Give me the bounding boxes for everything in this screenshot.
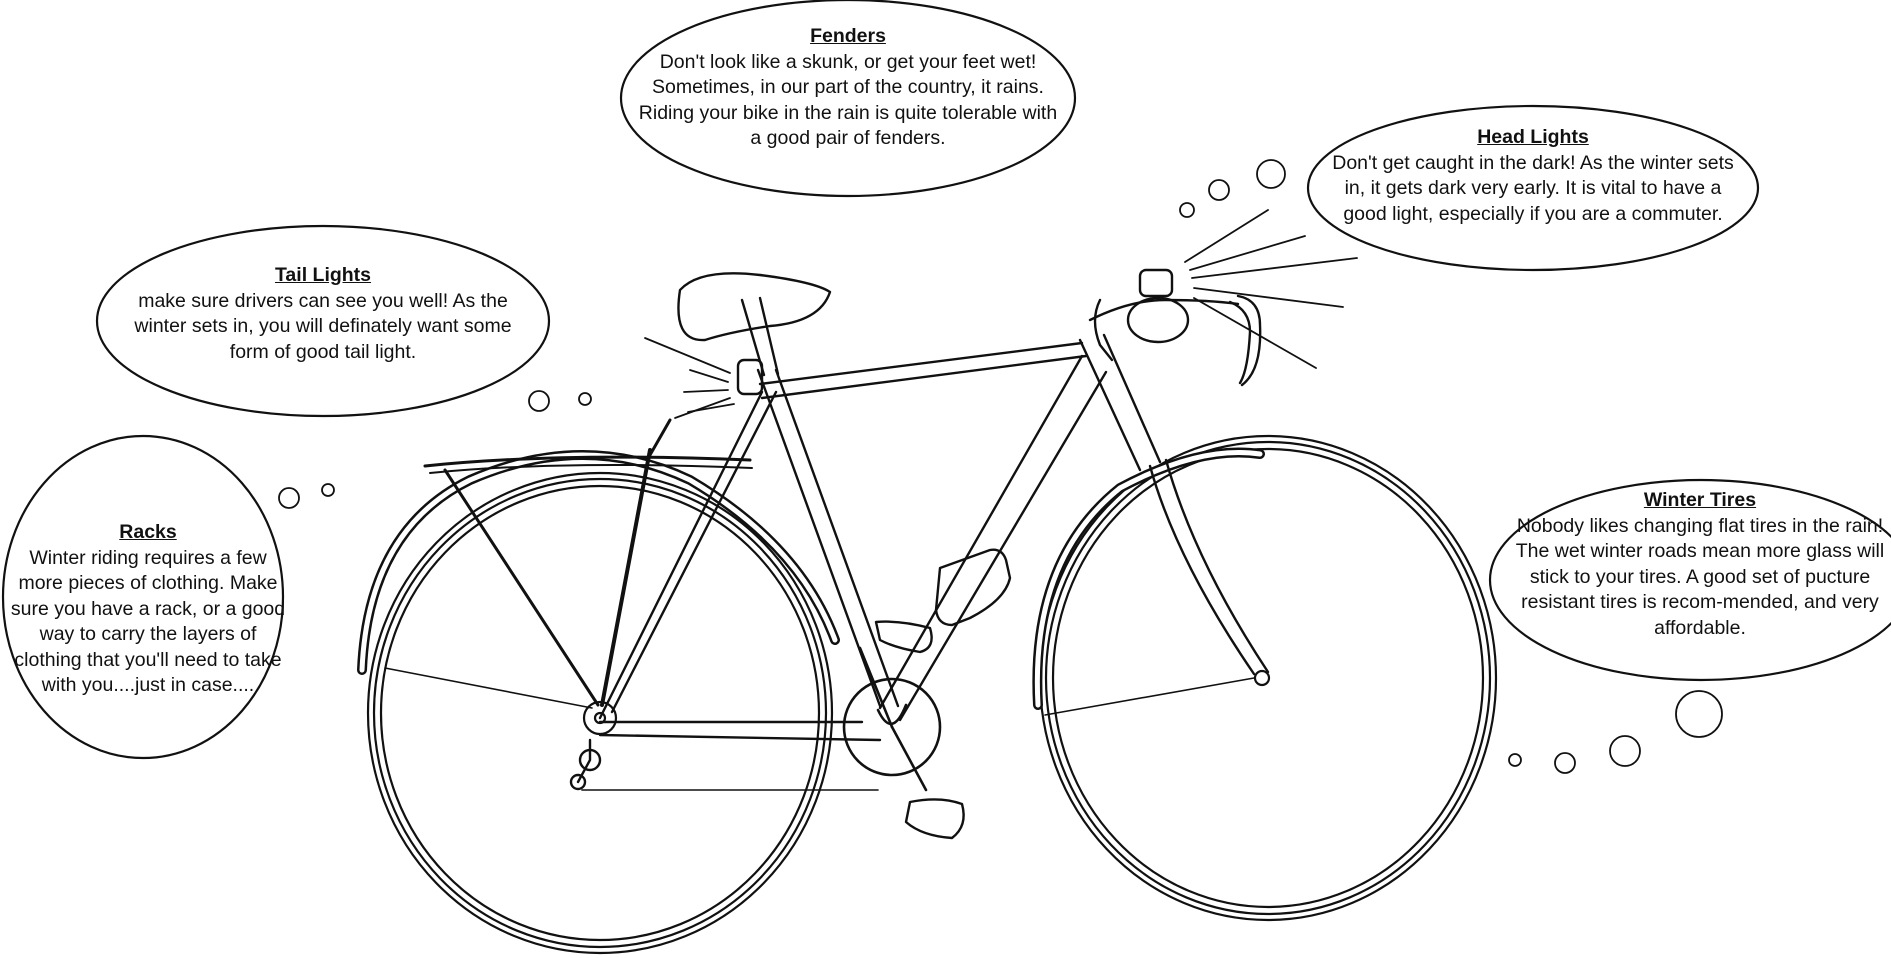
rear-rack xyxy=(425,420,752,705)
pedal-upper xyxy=(876,622,932,652)
front-fender xyxy=(1037,452,1260,705)
head-lights-text: Don't get caught in the dark! As the win… xyxy=(1323,151,1743,228)
racks-text: Winter riding requires a few more pieces… xyxy=(8,546,288,699)
head-light-rays xyxy=(1185,210,1357,368)
tail-lights-title: Tail Lights xyxy=(119,263,527,289)
winter-tires-text: Nobody likes changing flat tires in the … xyxy=(1510,514,1890,642)
fenders-text: Don't look like a skunk, or get your fee… xyxy=(636,50,1060,152)
front-wheel xyxy=(1040,436,1496,920)
rear-wheel xyxy=(368,473,832,953)
rear-derailleur xyxy=(571,740,878,790)
handlebars xyxy=(1090,296,1260,385)
bicycle-frame xyxy=(600,298,1268,740)
saddle xyxy=(678,273,830,340)
crankset xyxy=(844,648,940,790)
tail-light-rays xyxy=(645,338,734,418)
fenders-title: Fenders xyxy=(636,24,1060,50)
pedal-lower xyxy=(906,799,964,838)
water-bottle xyxy=(936,550,1010,625)
winter-tires-title: Winter Tires xyxy=(1510,488,1890,514)
tail-lights-text: make sure drivers can see you well! As t… xyxy=(119,289,527,366)
head-lights-callout: Head Lights Don't get caught in the dark… xyxy=(1323,125,1743,227)
fenders-callout: Fenders Don't look like a skunk, or get … xyxy=(636,24,1060,152)
racks-title: Racks xyxy=(8,520,288,546)
tail-light xyxy=(738,360,762,394)
tail-lights-callout: Tail Lights make sure drivers can see yo… xyxy=(119,263,527,365)
head-light xyxy=(1140,270,1172,296)
racks-callout: Racks Winter riding requires a few more … xyxy=(8,520,288,699)
head-lights-title: Head Lights xyxy=(1323,125,1743,151)
winter-tires-callout: Winter Tires Nobody likes changing flat … xyxy=(1510,488,1890,641)
